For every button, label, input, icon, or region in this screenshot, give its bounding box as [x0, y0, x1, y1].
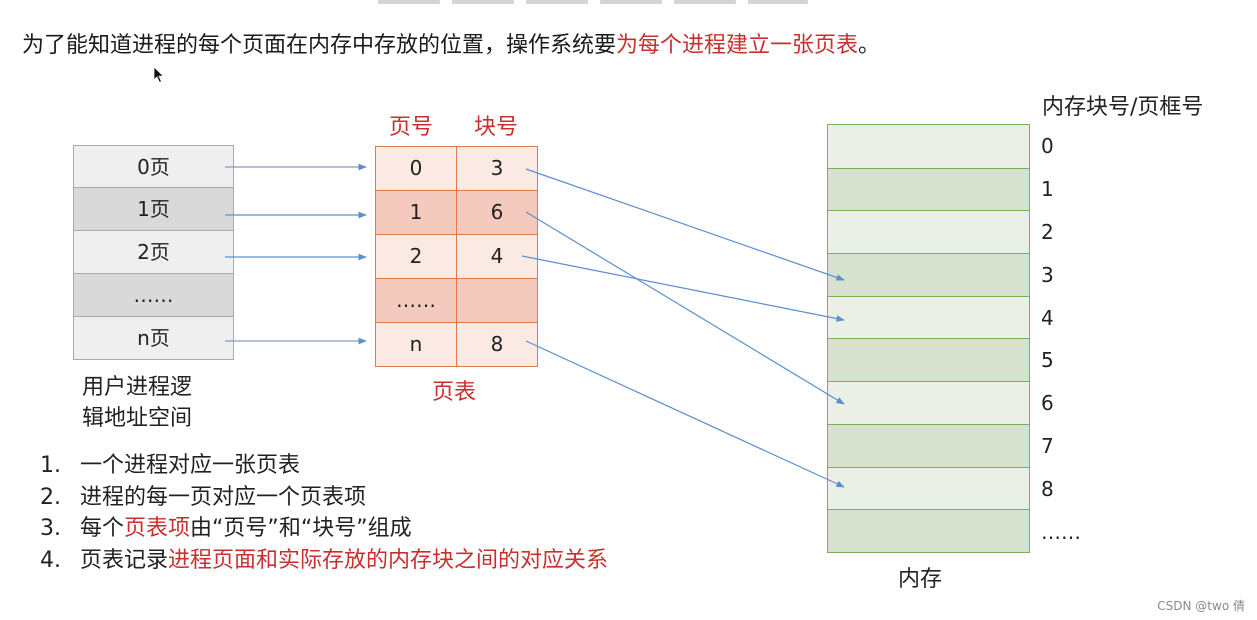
- block-number-header: 块号: [474, 115, 519, 140]
- physical-memory: [827, 124, 1030, 553]
- intro-suffix: 。: [858, 33, 881, 58]
- list-text: 每个: [80, 516, 125, 541]
- list-item: 1. 一个进程对应一张页表: [40, 450, 608, 482]
- list-item: 2. 进程的每一页对应一个页表项: [40, 482, 608, 514]
- page-number-cell: 0: [376, 147, 457, 190]
- list-text: 页表记录: [80, 547, 169, 573]
- page-table-caption: 页表: [432, 380, 477, 405]
- memory-block: [828, 125, 1029, 168]
- block-number-cell: 6: [490, 200, 504, 224]
- page-number-header: 页号: [389, 115, 434, 140]
- page-table-row: ……: [376, 278, 537, 322]
- memory-block-number: 8: [1041, 477, 1054, 501]
- list-text-tail: 由“页号”和“块号”组成: [190, 516, 412, 541]
- memory-block: [828, 466, 1029, 510]
- memory-caption: 内存: [898, 567, 943, 592]
- logical-address-space: 0页 1页 2页 …… n页: [73, 145, 234, 360]
- page-table-row: 1 6: [376, 190, 537, 234]
- memory-block: [828, 295, 1029, 339]
- watermark: CSDN @two 倩: [1157, 599, 1245, 613]
- logical-page-row: 1页: [73, 188, 234, 231]
- memory-block-number: 4: [1041, 306, 1054, 330]
- list-text: 一个进程对应一张页表: [80, 453, 301, 478]
- memory-block-number: 1: [1041, 177, 1054, 201]
- arrow-entry0-to-block3: [525, 168, 845, 281]
- memory-block-number: ……: [1041, 520, 1081, 544]
- list-item: 3. 每个页表项由“页号”和“块号”组成: [40, 513, 608, 545]
- page-number-cell: ……: [376, 279, 457, 322]
- list-number: 2.: [40, 484, 61, 510]
- page-table-row: 0 3: [376, 147, 537, 190]
- memory-block-title: 内存块号/页框号: [1042, 95, 1204, 120]
- page-table-row: 2 4: [376, 234, 537, 278]
- memory-block-number: 0: [1041, 134, 1054, 158]
- memory-block: [828, 423, 1029, 467]
- intro-sentence: 为了能知道进程的每个页面在内存中存放的位置，操作系统要为每个进程建立一张页表。: [22, 27, 880, 59]
- logical-page-row: ……: [73, 274, 234, 317]
- list-number: 4.: [40, 547, 61, 573]
- logical-page-row: n页: [73, 317, 234, 360]
- page-table-row: n 8: [376, 322, 537, 366]
- block-number-cell: 8: [490, 332, 504, 356]
- list-item: 4. 页表记录进程页面和实际存放的内存块之间的对应关系: [40, 545, 608, 577]
- page-table: 0 3 1 6 2 4 …… n 8: [375, 146, 538, 367]
- memory-block-number: 3: [1041, 263, 1054, 287]
- list-text: 进程的每一页对应一个页表项: [80, 484, 367, 510]
- summary-list: 1. 一个进程对应一张页表 2. 进程的每一页对应一个页表项 3. 每个页表项由“页号…: [40, 450, 608, 576]
- arrow-entry1-to-block6: [525, 211, 845, 405]
- arrow-entry2-to-block4: [521, 255, 845, 322]
- memory-block-number: 7: [1041, 434, 1054, 458]
- logical-space-caption: 用户进程逻 辑地址空间: [82, 372, 192, 434]
- memory-block-number: 6: [1041, 391, 1054, 415]
- memory-block-number: 2: [1041, 220, 1054, 244]
- intro-prefix: 为了能知道进程的每个页面在内存中存放的位置，操作系统要: [22, 33, 617, 58]
- list-number: 1.: [40, 453, 61, 478]
- memory-block: [828, 253, 1029, 296]
- memory-block-number: 5: [1041, 348, 1054, 372]
- mouse-cursor-icon: [153, 66, 165, 84]
- list-highlight: 页表项: [124, 516, 191, 541]
- intro-highlight: 为每个进程建立一张页表: [616, 33, 859, 58]
- block-number-cell: 3: [490, 156, 504, 180]
- page-number-cell: n: [376, 323, 457, 366]
- logical-page-row: 0页: [73, 145, 234, 188]
- memory-block: [828, 338, 1029, 382]
- logical-caption-line: 辑地址空间: [82, 406, 193, 431]
- memory-block: [828, 210, 1029, 254]
- top-decoration: [378, 0, 808, 5]
- page-number-cell: 2: [376, 235, 457, 278]
- arrow-entryn-to-block8: [525, 340, 845, 488]
- logical-caption-line: 用户进程逻: [82, 375, 193, 400]
- logical-page-row: 2页: [73, 231, 234, 274]
- list-highlight: 进程页面和实际存放的内存块之间的对应关系: [168, 547, 609, 573]
- page-number-cell: 1: [376, 191, 457, 234]
- list-number: 3.: [40, 516, 61, 541]
- memory-block: [828, 167, 1029, 211]
- block-number-cell: 4: [490, 244, 504, 268]
- memory-block: [828, 381, 1029, 424]
- memory-block: [828, 509, 1029, 552]
